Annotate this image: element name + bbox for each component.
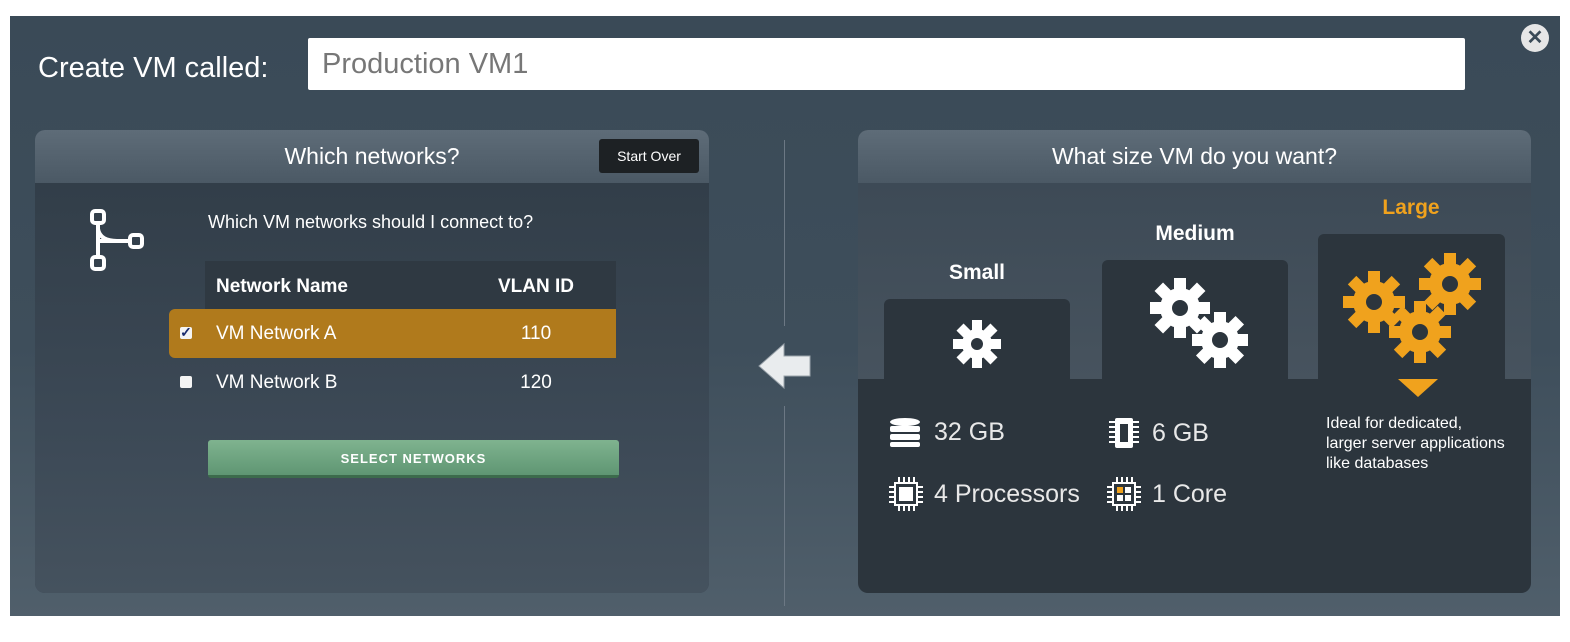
processors-spec: 4 Processors: [888, 476, 1080, 512]
network-branch-icon: [90, 209, 144, 271]
table-row[interactable]: ✓ VM Network A 110: [169, 309, 616, 358]
memory-value: 6 GB: [1152, 418, 1209, 447]
networks-question: Which VM networks should I connect to?: [208, 212, 534, 232]
processor-chip-icon: [889, 477, 923, 511]
size-panel-title: What size VM do you want?: [858, 130, 1531, 183]
gear-icon: [953, 320, 1001, 368]
divider: [784, 140, 785, 326]
ram-chip-icon: [1109, 418, 1139, 448]
gear-icon: [1343, 253, 1481, 363]
vlan-id-cell: 120: [520, 372, 552, 393]
start-over-button[interactable]: Start Over: [599, 139, 699, 173]
create-vm-label: Create VM called:: [38, 52, 269, 84]
size-option-large[interactable]: [1318, 234, 1505, 379]
table-header: Network Name VLAN ID: [205, 261, 616, 309]
table-row[interactable]: VM Network B 120: [180, 358, 616, 407]
row-checkbox-cell: ✓: [169, 309, 205, 358]
core-chip-icon: [1107, 477, 1141, 511]
gear-icon: [1150, 278, 1248, 368]
networks-panel-body: [35, 183, 709, 593]
row-checkbox-cell: [169, 358, 205, 407]
column-header-vlan-id: VLAN ID: [498, 276, 574, 297]
caret-down-icon: [1398, 379, 1438, 397]
size-label-small: Small: [948, 261, 1006, 284]
size-label-large: Large: [1382, 196, 1440, 219]
size-option-medium[interactable]: [1102, 260, 1288, 379]
cores-spec: 1 Core: [1106, 476, 1227, 512]
select-networks-button[interactable]: SELECT NETWORKS: [208, 440, 619, 478]
network-name-cell: VM Network B: [216, 372, 338, 393]
networks-panel: Which networks? Start Over Which VM netw…: [35, 130, 709, 593]
cores-value: 1 Core: [1152, 479, 1228, 508]
column-header-network-name: Network Name: [216, 276, 348, 297]
storage-value: 32 GB: [934, 417, 1005, 446]
vlan-id-cell: 110: [520, 323, 552, 344]
processors-value: 4 Processors: [934, 479, 1080, 508]
checkbox-unchecked-icon[interactable]: [180, 376, 192, 388]
close-icon[interactable]: ✕: [1521, 24, 1549, 52]
storage-stack-icon: [890, 418, 920, 447]
size-option-small[interactable]: [884, 299, 1070, 379]
networks-table: Network Name VLAN ID ✓ VM Network A 110 …: [169, 261, 616, 407]
size-panel: What size VM do you want? Small Medium: [858, 130, 1531, 593]
storage-spec: 32 GB: [888, 416, 1005, 448]
networks-panel-title: Which networks?: [35, 130, 709, 183]
size-description: Ideal for dedicated, larger server appli…: [1326, 415, 1505, 472]
vm-name-input[interactable]: [308, 38, 1465, 90]
arrow-left-icon[interactable]: [757, 341, 813, 391]
divider: [784, 406, 785, 606]
checkbox-checked-icon[interactable]: ✓: [180, 324, 192, 340]
memory-spec: 6 GB: [1106, 416, 1209, 450]
size-label-medium: Medium: [1155, 222, 1235, 245]
network-name-cell: VM Network A: [216, 323, 337, 344]
